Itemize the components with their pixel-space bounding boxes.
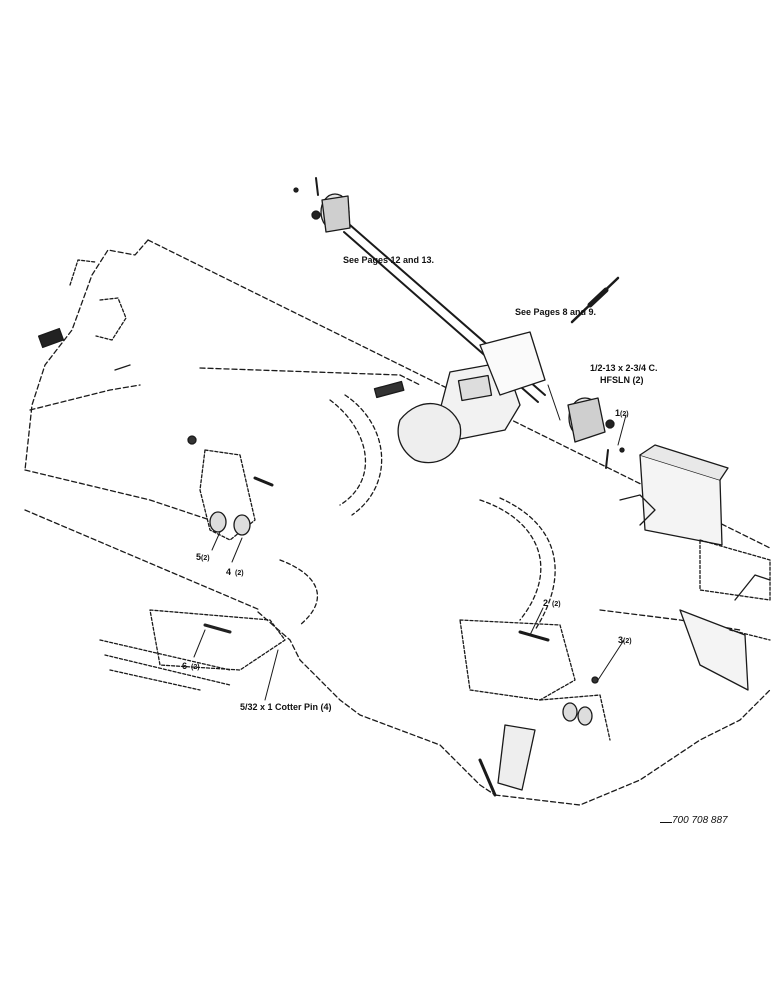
right-housing xyxy=(619,444,771,691)
see-pages-12-13-label: See Pages 12 and 13. xyxy=(343,255,435,265)
callout-6-qty: (2) xyxy=(191,664,200,671)
callout-4-num: 4 xyxy=(226,567,232,577)
bolt-spec-line2: HFSLN (2) xyxy=(600,375,644,385)
see-pages-8-9-label: See Pages 8 and 9. xyxy=(515,307,597,317)
cotter-pin-label: 5/32 x 1 Cotter Pin (4) xyxy=(240,702,332,712)
right-bracket xyxy=(459,619,611,741)
leader-lines xyxy=(193,414,627,701)
front-skid xyxy=(478,724,536,797)
callout-4: 4 (2) xyxy=(226,562,244,580)
callout-3: 3(2) xyxy=(618,630,632,648)
callout-6-num: 6 xyxy=(182,661,188,671)
callout-4-qty: (2) xyxy=(235,570,244,577)
drive-shaft xyxy=(293,177,625,469)
left-panel-detail xyxy=(37,259,131,371)
callout-2-qty: (2) xyxy=(552,601,561,608)
bolt-spec-line1: 1/2-13 x 2-3/4 C. xyxy=(590,363,658,373)
callout-6: 6 (2) xyxy=(182,656,200,674)
callout-5-qty: (2) xyxy=(201,555,210,562)
callout-2-num: 2 xyxy=(543,598,549,608)
callout-3-num: 3 xyxy=(618,635,624,645)
part-number-text: 700 708 887 xyxy=(672,815,728,826)
callout-3-qty: (2) xyxy=(623,638,632,645)
callout-1-num: 1 xyxy=(615,408,621,418)
upper-shaft xyxy=(570,276,620,324)
callout-1: 1(2) xyxy=(615,403,629,421)
drawing-part-number: 700 708 887 xyxy=(660,815,728,826)
callout-1-qty: (2) xyxy=(620,411,629,418)
left-bracket xyxy=(187,435,274,541)
part-number-underline xyxy=(660,822,672,823)
callout-5: 5(2) xyxy=(196,547,210,565)
roller-curves xyxy=(279,394,556,631)
lower-left-bracket xyxy=(99,609,286,691)
callout-2: 2 (2) xyxy=(543,593,561,611)
callout-5-num: 5 xyxy=(196,552,202,562)
pin-6 xyxy=(203,623,232,634)
